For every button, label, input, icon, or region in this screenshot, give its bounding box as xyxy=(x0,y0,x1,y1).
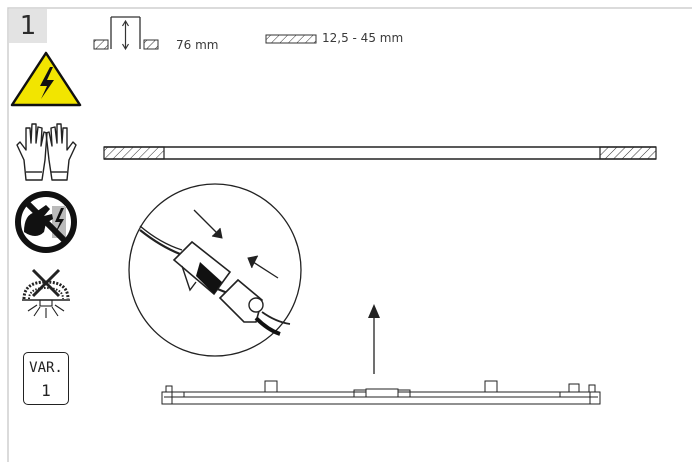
cutout-depth-value: 76 mm xyxy=(176,38,219,52)
ceiling-thickness-symbol xyxy=(265,34,317,44)
step-number: 1 xyxy=(9,9,47,43)
variant-box: VAR. 1 xyxy=(23,352,69,405)
protective-gloves-icon xyxy=(16,123,77,181)
led-panel-side-view xyxy=(161,380,601,405)
page-border xyxy=(7,7,692,462)
do-not-touch-live-parts-icon xyxy=(15,191,77,253)
variant-label: VAR. xyxy=(29,360,63,376)
electrical-hazard-warning-icon xyxy=(10,51,82,107)
variant-number: 1 xyxy=(41,381,51,400)
ceiling-thickness-range: 12,5 - 45 mm xyxy=(322,31,404,45)
cutout-depth-symbol xyxy=(93,16,159,51)
connector-detail-view xyxy=(128,183,302,357)
no-thermal-insulation-cover-icon xyxy=(22,268,70,318)
insert-direction-arrow xyxy=(368,304,380,374)
ceiling-cross-section xyxy=(103,146,657,160)
